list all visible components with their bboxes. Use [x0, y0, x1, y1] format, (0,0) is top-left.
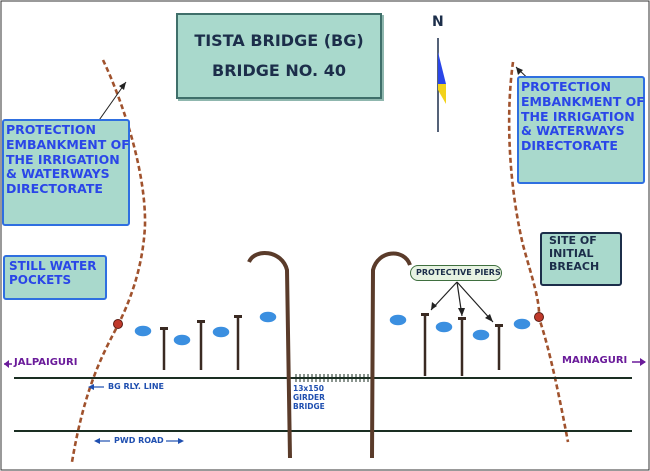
pier-cap	[458, 317, 466, 320]
title-line-1: TISTA BRIDGE (BG)	[194, 31, 364, 50]
girder-hatching	[295, 374, 369, 382]
breach-marker-right	[534, 312, 544, 322]
pier-cap	[495, 324, 503, 327]
pier-cap	[234, 315, 242, 318]
still-water-label: STILL WATER POCKETS	[9, 259, 97, 288]
compass-north-label: N	[432, 14, 444, 30]
title-line-2: BRIDGE NO. 40	[212, 61, 346, 80]
left-guide-bund	[247, 251, 292, 459]
pier-cap	[421, 313, 429, 316]
water-pocket	[388, 313, 408, 327]
site-breach-label: SITE OF INITIAL BREACH	[549, 234, 600, 273]
girder-bridge-label: 13x150 GIRDER BRIDGE	[293, 384, 325, 411]
water-pockets	[133, 310, 532, 347]
water-pocket	[434, 320, 454, 334]
protective-piers-box	[410, 265, 502, 281]
embankment-left-label: PROTECTION EMBANKMENT OF THE IRRIGATION …	[6, 122, 130, 196]
mainaguri-arrowhead	[640, 358, 646, 366]
water-pocket	[258, 310, 278, 324]
pwd-road-arrowhead-right	[178, 438, 184, 444]
water-pocket	[512, 317, 532, 331]
bg-rly-line-label: BG RLY. LINE	[108, 382, 164, 391]
breach-marker-left	[113, 319, 123, 329]
title-box	[176, 13, 382, 99]
embankment-left-box	[2, 119, 130, 226]
pier-cap	[160, 327, 168, 330]
compass-south-half	[438, 84, 446, 104]
pwd-road-label: PWD ROAD	[114, 436, 164, 445]
right-guide-bund	[370, 251, 412, 459]
protective-piers-arrowheads	[431, 302, 493, 322]
jalpaiguri-label: JALPAIGURI	[14, 357, 78, 368]
embankment-right-box	[517, 76, 645, 184]
pier-cap	[197, 320, 205, 323]
mainaguri-label: MAINAGURI	[562, 355, 628, 366]
embankment-left-arrowhead	[119, 82, 126, 90]
compass-north-half	[438, 52, 446, 84]
pwd-road-arrowhead	[94, 438, 100, 444]
right-protective-piers	[423, 316, 501, 376]
water-pocket	[133, 324, 153, 338]
protective-piers-label: PROTECTIVE PIERS	[416, 268, 501, 277]
still-water-box	[3, 255, 107, 300]
left-protective-piers	[162, 318, 240, 370]
embankment-right-arrowhead	[516, 67, 523, 75]
embankment-right-label: PROTECTION EMBANKMENT OF THE IRRIGATION …	[521, 79, 645, 153]
water-pocket	[211, 325, 231, 339]
water-pocket	[471, 328, 491, 342]
site-breach-box	[540, 232, 622, 286]
jalpaiguri-arrowhead	[4, 360, 9, 368]
bg-rly-arrowhead	[88, 384, 94, 390]
water-pocket	[172, 333, 192, 347]
